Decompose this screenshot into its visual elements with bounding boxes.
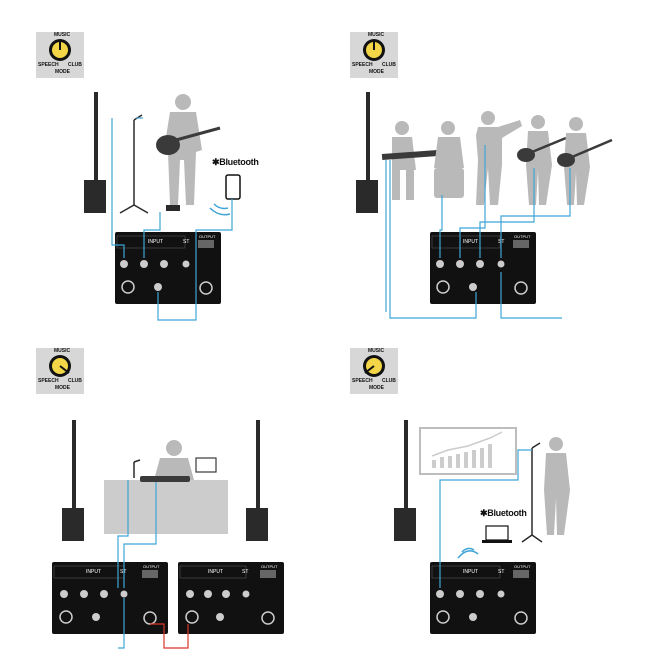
dj-silhouette bbox=[154, 440, 194, 480]
di-box bbox=[166, 205, 180, 211]
mode-knob-badge: MUSIC SPEECH CLUB MODE bbox=[350, 32, 398, 78]
subwoofer bbox=[62, 508, 84, 541]
bluetooth-text: Bluetooth bbox=[219, 157, 259, 167]
mixer-input-label: INPUT bbox=[148, 239, 163, 245]
mode-mode-label: MODE bbox=[55, 385, 70, 391]
mode-speech-label: SPEECH bbox=[38, 62, 59, 68]
mixer-panel bbox=[115, 232, 221, 304]
mode-music-label: MUSIC bbox=[368, 32, 385, 38]
mode-mode-label: MODE bbox=[369, 69, 384, 75]
mode-club-label: CLUB bbox=[382, 378, 396, 384]
subwoofer bbox=[356, 180, 378, 213]
subwoofer bbox=[84, 180, 106, 213]
scenario-solo-performer: MUSIC SPEECH CLUB MODE bbox=[0, 0, 330, 330]
scenario-band: MUSIC SPEECH CLUB MODE bbox=[330, 0, 660, 330]
guitarist-silhouette bbox=[526, 115, 552, 205]
subwoofer bbox=[394, 508, 416, 541]
speech-setup-illustration: INPUT ST OUTPUT bbox=[394, 420, 570, 634]
mixer-output-label: OUTPUT bbox=[143, 564, 160, 569]
mixer-output-label: OUTPUT bbox=[199, 234, 216, 239]
mode-knob-badge: MUSIC SPEECH CLUB MODE bbox=[36, 32, 84, 78]
dj-setup-illustration: INPUT ST OUTPUT INPUT ST OUTPUT bbox=[52, 420, 284, 649]
wireless-waves-icon bbox=[457, 547, 479, 559]
speaker-column bbox=[72, 420, 76, 508]
bluetooth-icon: ✱ bbox=[480, 508, 488, 518]
mode-knob-icon bbox=[49, 39, 71, 61]
mixer-input-label: INPUT bbox=[86, 569, 101, 575]
dj-controller-icon bbox=[140, 476, 190, 482]
mode-music-label: MUSIC bbox=[54, 32, 71, 38]
mode-music-label: MUSIC bbox=[54, 348, 71, 354]
scenario-speech-presentation: MUSIC SPEECH CLUB MODE bbox=[330, 330, 660, 660]
presentation-screen-icon bbox=[419, 427, 517, 475]
keyboardist-silhouette bbox=[392, 121, 416, 200]
mixer-st-label-right: ST bbox=[242, 569, 248, 575]
laptop-icon bbox=[195, 457, 217, 473]
mic-stand-icon bbox=[133, 459, 141, 478]
mixer-output-label: OUTPUT bbox=[514, 234, 531, 239]
speaker-column bbox=[256, 420, 260, 508]
mode-knob-icon bbox=[49, 355, 71, 377]
mode-speech-label: SPEECH bbox=[352, 62, 373, 68]
speaker-column bbox=[404, 420, 408, 508]
mode-mode-label: MODE bbox=[55, 69, 70, 75]
mixer-st-label: ST bbox=[183, 239, 189, 245]
mixer-input-label: INPUT bbox=[463, 569, 478, 575]
electric-guitar-icon bbox=[517, 136, 567, 162]
bluetooth-text: Bluetooth bbox=[487, 508, 527, 518]
wireless-waves-icon bbox=[209, 203, 231, 216]
keyboard-icon bbox=[381, 150, 439, 160]
phone-icon bbox=[225, 174, 241, 200]
cable-connections bbox=[439, 449, 532, 588]
mixer-output-label: OUTPUT bbox=[514, 564, 531, 569]
mode-music-label: MUSIC bbox=[368, 348, 385, 354]
drummer-silhouette bbox=[434, 121, 464, 198]
solo-setup-illustration: INPUT ST OUTPUT bbox=[84, 92, 241, 321]
mixer-panel-left bbox=[52, 562, 168, 634]
bluetooth-icon: ✱ bbox=[212, 157, 220, 167]
bluetooth-label: ✱Bluetooth bbox=[480, 508, 527, 519]
mode-knob-badge: MUSIC SPEECH CLUB MODE bbox=[350, 348, 398, 394]
mode-speech-label: SPEECH bbox=[352, 378, 373, 384]
mode-speech-label: SPEECH bbox=[38, 378, 59, 384]
mixer-st-label: ST bbox=[498, 569, 504, 575]
mixer-input-label-right: INPUT bbox=[208, 569, 223, 575]
speaker-column bbox=[366, 92, 370, 180]
mic-stand-icon bbox=[521, 442, 543, 543]
mode-knob-badge: MUSIC SPEECH CLUB MODE bbox=[36, 348, 84, 394]
mode-mode-label: MODE bbox=[369, 385, 384, 391]
cable-connections bbox=[111, 117, 233, 321]
speaker-column bbox=[94, 92, 98, 180]
cable-connections bbox=[117, 480, 157, 649]
scenario-dj-club: MUSIC SPEECH CLUB MODE bbox=[0, 330, 330, 660]
laptop-icon bbox=[482, 525, 512, 543]
mode-knob-icon bbox=[363, 39, 385, 61]
mode-club-label: CLUB bbox=[68, 378, 82, 384]
mixer-panel bbox=[430, 232, 536, 304]
acoustic-guitar-icon bbox=[156, 126, 221, 155]
cable-connections bbox=[385, 145, 571, 319]
mixer-output-label-right: OUTPUT bbox=[261, 564, 278, 569]
mode-knob-icon bbox=[363, 355, 385, 377]
mode-club-label: CLUB bbox=[382, 62, 396, 68]
band-setup-illustration: INPUT ST OUTPUT bbox=[356, 92, 613, 319]
bass-guitar-icon bbox=[557, 138, 613, 167]
bluetooth-label: ✱Bluetooth bbox=[212, 157, 259, 168]
link-cable bbox=[150, 623, 189, 649]
subwoofer bbox=[246, 508, 268, 541]
mode-club-label: CLUB bbox=[68, 62, 82, 68]
singer-silhouette bbox=[476, 111, 522, 205]
presenter-silhouette bbox=[544, 437, 570, 535]
mixer-panel bbox=[430, 562, 536, 634]
mixer-input-label: INPUT bbox=[463, 239, 478, 245]
mic-stand-icon bbox=[119, 114, 149, 214]
mixer-panel-right bbox=[178, 562, 284, 634]
dj-table bbox=[104, 480, 228, 534]
mixer-st-label: ST bbox=[120, 569, 126, 575]
